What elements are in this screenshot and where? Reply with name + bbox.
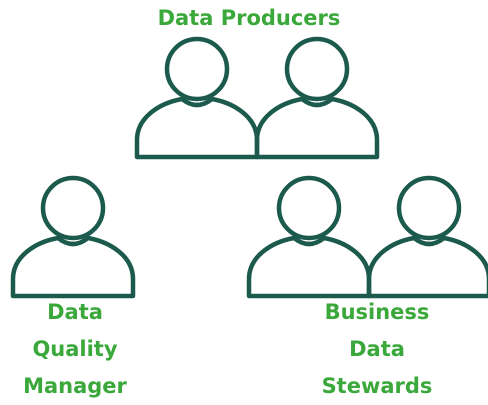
person-icon <box>246 175 372 299</box>
label-line: Manager <box>23 374 127 398</box>
data-producers-label: Data Producers <box>104 0 394 37</box>
person-icon <box>10 175 136 299</box>
business-data-stewards-label: Business Data Stewards <box>302 294 452 405</box>
label-line: Data <box>47 300 103 324</box>
label-line: Quality <box>32 337 118 361</box>
people-figures <box>10 36 488 299</box>
data-producers-text: Data Producers <box>157 6 341 30</box>
label-line: Stewards <box>321 374 433 398</box>
data-quality-manager-label: Data Quality Manager <box>0 294 150 405</box>
label-line: Data <box>349 337 405 361</box>
diagram-canvas: Data Producers Data Quality Manager Busi… <box>10 0 488 398</box>
person-icon <box>254 36 380 160</box>
label-line: Business <box>324 300 430 324</box>
person-icon <box>134 36 260 160</box>
person-icon <box>366 175 488 299</box>
